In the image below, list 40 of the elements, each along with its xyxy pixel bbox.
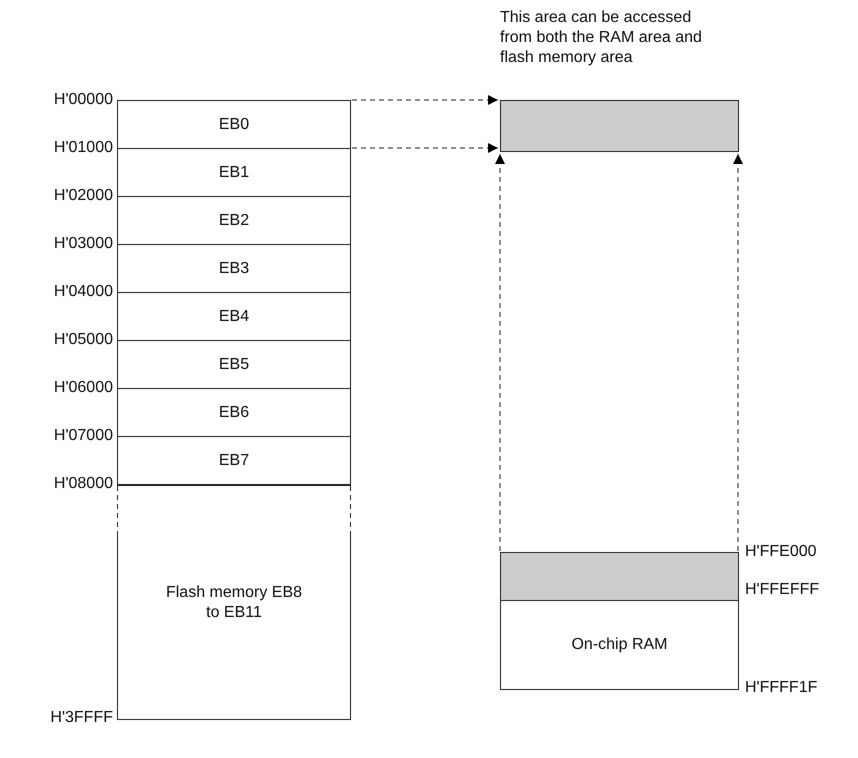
- block-label: EB4: [218, 306, 250, 326]
- address-label: H'03000: [54, 234, 113, 254]
- block-label: EB6: [218, 402, 250, 422]
- flash-memory-block: [117, 485, 351, 720]
- dashed-arrow: [733, 154, 743, 552]
- memory-block: [117, 196, 351, 245]
- block-label: EB2: [218, 210, 250, 230]
- memory-block: [500, 600, 739, 690]
- block-label: EB3: [218, 258, 250, 278]
- dashed-arrow: [495, 154, 505, 552]
- memory-block: [117, 388, 351, 437]
- address-label: H'04000: [54, 282, 113, 302]
- area-note: This area can be accessed from both the RAM area and flash memory area: [500, 8, 703, 68]
- block-label: EB0: [218, 114, 250, 134]
- address-label: H'00000: [54, 90, 113, 110]
- address-label: H'FFE000: [745, 542, 817, 562]
- block-label: EB1: [218, 162, 250, 182]
- dashed-arrow: [352, 95, 498, 105]
- address-label: H'02000: [54, 186, 113, 206]
- memory-block: [117, 244, 351, 293]
- block-label: Flash memory EB8 to EB11: [164, 582, 304, 622]
- address-label: H'FFFF1F: [745, 678, 818, 698]
- address-label: H'08000: [54, 474, 113, 494]
- memory-block: [117, 292, 351, 341]
- address-label: H'06000: [54, 378, 113, 398]
- shaded-area-block: [500, 100, 739, 152]
- shaded-area-block: [500, 552, 739, 601]
- address-label: H'01000: [54, 138, 113, 158]
- address-label: H'FFEFFF: [745, 580, 820, 600]
- memory-block: [117, 148, 351, 197]
- address-label: H'05000: [54, 330, 113, 350]
- address-label: H'3FFFF: [50, 708, 113, 728]
- dashed-arrow: [352, 143, 498, 153]
- memory-block: [117, 436, 351, 485]
- block-label: On-chip RAM: [571, 635, 668, 655]
- memory-block: [117, 100, 351, 149]
- address-label: H'07000: [54, 426, 113, 446]
- block-label: EB5: [218, 354, 250, 374]
- block-label: EB7: [218, 450, 250, 470]
- memory-block: [117, 340, 351, 389]
